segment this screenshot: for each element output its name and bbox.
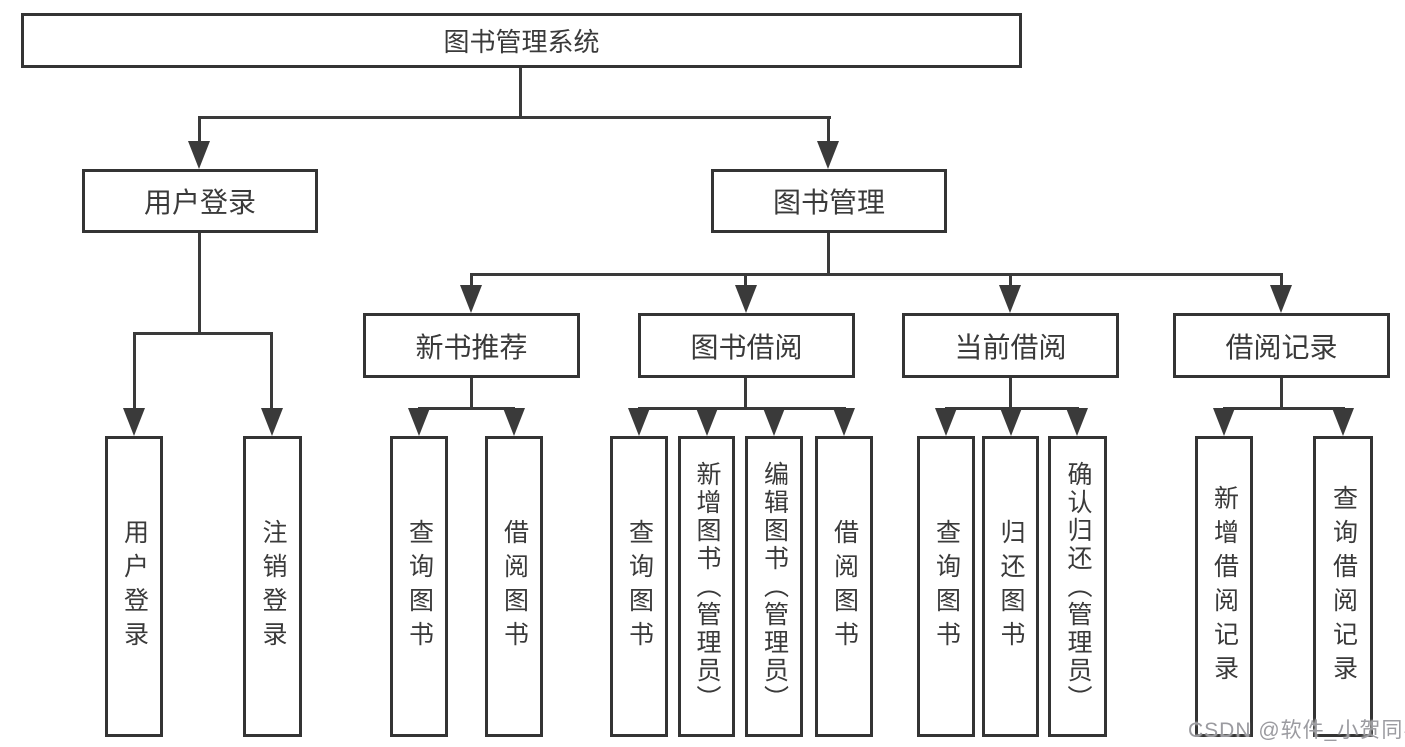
node-label: 借阅记录 (1225, 331, 1338, 363)
edge-stub-user-login (198, 116, 201, 146)
arrowhead-icon (935, 408, 957, 436)
leaf-borrow-books: 借阅图书 (815, 436, 873, 737)
node-new-book-recommendation: 新书推荐 (363, 313, 580, 378)
arrowhead-icon (833, 408, 855, 436)
node-label: 注销登录 (259, 518, 287, 655)
edge-book-borrowing-branch (638, 407, 846, 410)
node-label: 借阅图书 (500, 518, 529, 655)
edge-root-branch (198, 116, 831, 119)
arrowhead-icon (735, 285, 757, 313)
edge-user-login-down (198, 233, 201, 335)
node-label: 新增图书（管理员） (693, 460, 721, 713)
edge-borrow-records-down (1280, 378, 1283, 410)
csdn-watermark: CSDN @软件_小贺同学 (1188, 719, 1405, 742)
leaf-user-login: 用户登录 (105, 436, 163, 737)
leaf-borrow-books: 借阅图书 (485, 436, 543, 737)
leaf-query-books: 查询图书 (917, 436, 975, 737)
node-label: 查询图书 (932, 518, 961, 655)
node-book-borrowing: 图书借阅 (638, 313, 855, 378)
node-label: 图书管理 (772, 187, 885, 218)
arrowhead-icon (999, 285, 1021, 313)
edge-stub-borrow-records (1280, 273, 1283, 289)
node-current-borrowing: 当前借阅 (902, 313, 1119, 378)
leaf-query-books: 查询图书 (390, 436, 448, 737)
edge-book-management-down (827, 233, 830, 276)
node-label: 查询图书 (625, 518, 654, 655)
arrowhead-icon (1066, 408, 1088, 436)
node-library-management-system: 图书管理系统 (21, 13, 1022, 68)
edge-stub-book-management (827, 116, 830, 146)
edge-new-book-down (470, 378, 473, 410)
node-label: 图书管理系统 (443, 27, 600, 57)
leaf-query-books: 查询图书 (610, 436, 668, 737)
edge-stub-book-borrowing (744, 273, 747, 289)
arrowhead-icon (696, 408, 718, 436)
node-label: 新书推荐 (415, 331, 528, 363)
node-label: 用户登录 (143, 187, 256, 218)
node-borrow-records: 借阅记录 (1173, 313, 1390, 378)
node-book-management: 图书管理 (711, 169, 947, 233)
arrowhead-icon (1332, 408, 1354, 436)
leaf-logout: 注销登录 (243, 436, 302, 737)
node-label: 图书借阅 (690, 331, 803, 363)
leaf-query-borrow-record: 查询借阅记录 (1313, 436, 1373, 737)
node-label: 查询借阅记录 (1329, 484, 1358, 689)
edge-stub-leaf (133, 332, 136, 412)
arrowhead-icon (817, 141, 839, 169)
leaf-return-books: 归还图书 (982, 436, 1039, 737)
edge-root-down (519, 68, 522, 118)
arrowhead-icon (460, 285, 482, 313)
arrowhead-icon (188, 141, 210, 169)
arrowhead-icon (503, 408, 525, 436)
node-label: 用户登录 (120, 518, 149, 655)
edge-borrow-records-branch (1223, 407, 1345, 410)
arrowhead-icon (628, 408, 650, 436)
node-label: 借阅图书 (830, 518, 859, 655)
node-label: 归还图书 (997, 518, 1025, 655)
node-label: 新增借阅记录 (1210, 484, 1239, 689)
arrowhead-icon (261, 408, 283, 436)
edge-new-book-branch (418, 407, 515, 410)
edge-user-login-branch (133, 332, 273, 335)
edge-stub-leaf (270, 332, 273, 412)
leaf-add-borrow-record: 新增借阅记录 (1195, 436, 1253, 737)
leaf-confirm-return-admin: 确认归还（管理员） (1048, 436, 1107, 737)
node-label: 编辑图书（管理员） (760, 460, 789, 713)
arrowhead-icon (763, 408, 785, 436)
leaf-edit-books-admin: 编辑图书（管理员） (745, 436, 803, 737)
arrowhead-icon (123, 408, 145, 436)
edge-book-management-branch (470, 273, 1283, 276)
arrowhead-icon (1213, 408, 1235, 436)
leaf-add-books-admin: 新增图书（管理员） (678, 436, 735, 737)
arrowhead-icon (1000, 408, 1022, 436)
arrowhead-icon (408, 408, 430, 436)
edge-current-borrowing-down (1009, 378, 1012, 410)
edge-book-borrowing-down (744, 378, 747, 410)
node-label: 确认归还（管理员） (1064, 460, 1092, 713)
arrowhead-icon (1270, 285, 1292, 313)
node-label: 当前借阅 (954, 331, 1067, 363)
edge-stub-current-borrowing (1009, 273, 1012, 289)
edge-stub-new-book (470, 273, 473, 289)
node-user-login: 用户登录 (82, 169, 318, 233)
node-label: 查询图书 (405, 518, 434, 655)
